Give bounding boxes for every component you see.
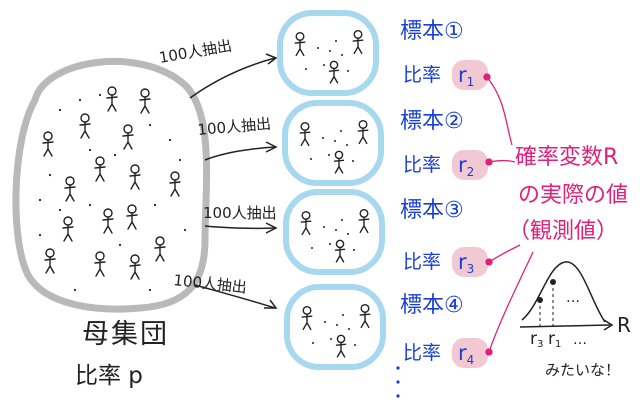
person-figure	[64, 176, 76, 202]
sample-ratio-symbol: r4	[458, 341, 474, 367]
sketch-caption: みたいな！	[545, 361, 620, 379]
person-figure	[294, 31, 306, 57]
sketch-tick-r3: r3	[530, 329, 543, 350]
person-figure	[94, 251, 106, 277]
sketch-axis-label: R	[617, 313, 631, 337]
samples-group: 標本① 比率 r1 標本② 比率 r2 標本③ 比率 r3 標本④ 比率 r4	[277, 10, 488, 370]
sampling-arrow-2	[204, 146, 276, 161]
sketch-axis-arrow	[603, 319, 614, 331]
ratio-badge	[452, 247, 488, 277]
person-figure	[352, 29, 364, 55]
sample-ratio-symbol: r1	[458, 63, 474, 89]
person-figure	[129, 164, 141, 190]
sample-ratio-symbol: r2	[458, 153, 474, 179]
person-figure	[139, 88, 151, 114]
person-figure	[328, 60, 340, 84]
person-figure	[335, 334, 347, 358]
sample-ratio-symbol: r3	[458, 250, 474, 276]
person-figure	[358, 208, 370, 234]
person-figure	[300, 210, 312, 236]
sketch-axis	[519, 324, 611, 328]
sample-ratio-prefix: 比率	[403, 154, 441, 176]
sketch-point-r1	[550, 279, 556, 285]
annotation-line-3: （観測値）	[508, 219, 618, 244]
population-dots	[38, 93, 187, 292]
person-figure	[79, 113, 91, 139]
ratio-badge	[452, 60, 488, 90]
person-figure	[299, 121, 311, 147]
sample-ratio-prefix: 比率	[403, 342, 441, 364]
annotation-pointers	[483, 73, 534, 356]
sketch-trailing-dots: …	[573, 332, 587, 348]
person-figure	[102, 208, 114, 234]
person-figure	[169, 171, 181, 197]
sketch-dots: …	[566, 290, 580, 306]
population-title: 母集団	[82, 319, 169, 350]
population-outline	[12, 57, 211, 313]
annotation-line-2: の実際の値	[518, 183, 628, 208]
sample-label: 標本①	[400, 19, 464, 44]
sampling-label-3: 100人抽出	[203, 204, 277, 222]
sample-label: 標本③	[400, 198, 464, 223]
sample-outline	[282, 100, 384, 186]
sample-3: 標本③ 比率 r3	[283, 189, 488, 277]
ratio-badge	[452, 338, 488, 368]
person-figure	[42, 131, 54, 157]
annotation-pointer-4	[488, 251, 534, 353]
person-figure	[129, 254, 141, 280]
person-figure	[154, 236, 166, 262]
annotation-pointer-3	[488, 244, 521, 263]
distribution-sketch: …	[519, 261, 614, 331]
sampling-arrow-3	[204, 225, 276, 230]
sampling-arrow-4	[194, 284, 276, 309]
person-figure	[126, 204, 138, 230]
population-people	[42, 86, 181, 280]
sampling-label-1: 100人抽出	[158, 36, 234, 67]
person-figure	[62, 216, 74, 242]
annotation-line-1: 確率変数R	[515, 145, 618, 170]
person-figure	[357, 119, 369, 145]
population-ratio-label: 比率 p	[75, 363, 143, 389]
sampling-arrow-1	[189, 57, 276, 99]
sketch-tick-r1: r1	[548, 329, 561, 350]
person-figure	[301, 305, 313, 331]
person-figure	[359, 303, 371, 329]
sample-ratio-prefix: 比率	[403, 251, 441, 273]
sample-outline	[277, 10, 379, 96]
person-figure	[106, 86, 118, 112]
ratio-badge	[452, 150, 488, 180]
sketch-point-r3	[537, 297, 543, 303]
sample-outline	[283, 189, 385, 275]
person-figure	[94, 156, 106, 182]
sample-label: 標本②	[400, 109, 464, 134]
sampling-arrows	[189, 53, 278, 309]
sample-outline	[284, 284, 386, 370]
annotation-pointer-2	[488, 159, 516, 163]
sample-4: 標本④ 比率 r4	[284, 284, 488, 370]
sample-label: 標本④	[400, 293, 464, 318]
person-figure	[334, 239, 346, 263]
person-figure	[333, 150, 345, 174]
person-figure	[122, 124, 134, 150]
sample-ratio-prefix: 比率	[403, 64, 441, 86]
person-figure	[44, 248, 56, 274]
more-samples-dots	[396, 366, 400, 398]
annotation-pointer-1	[486, 76, 513, 146]
sketch-curve	[521, 261, 606, 323]
sampling-label-2: 100人抽出	[197, 115, 272, 139]
sample-1: 標本① 比率 r1	[277, 10, 488, 96]
sample-2: 標本② 比率 r2	[282, 100, 488, 186]
